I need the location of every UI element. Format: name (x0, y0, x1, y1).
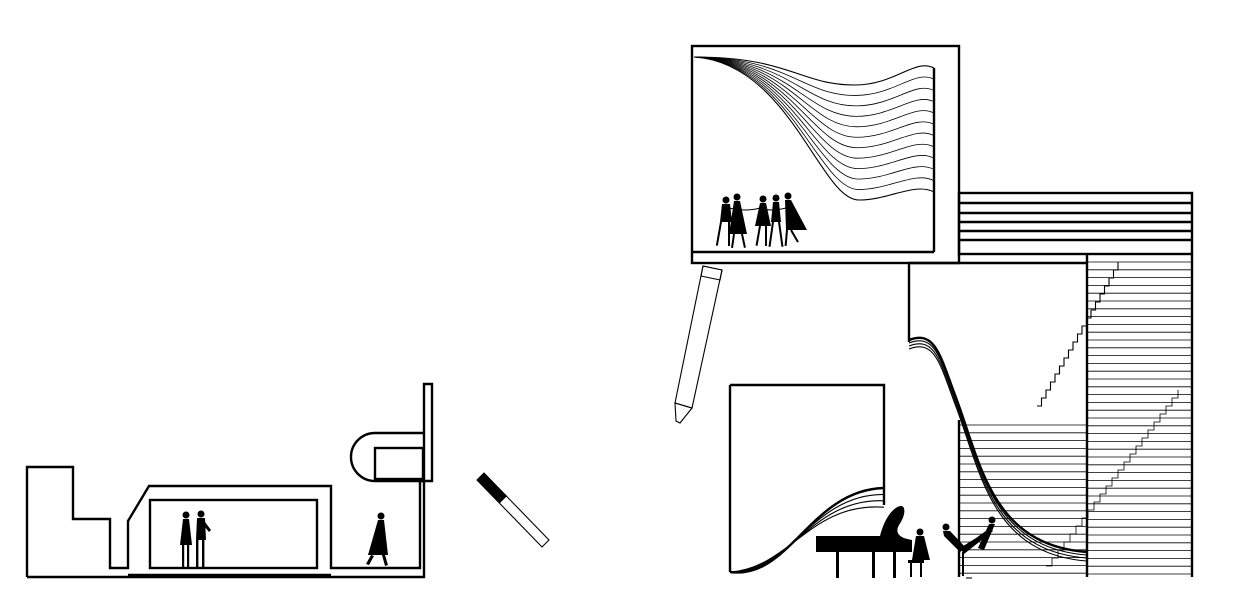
stair-block (957, 191, 1194, 577)
dance-box (690, 44, 961, 265)
stair-profile (1037, 262, 1119, 407)
curtain-curve-line (693, 56, 935, 149)
couple-figures (180, 510, 211, 567)
piano-room-curve-sheet (729, 493, 885, 573)
curved-wall-sheets (908, 336, 1088, 562)
dancer-figure (768, 194, 784, 247)
left-building-outline (25, 382, 434, 579)
holding-hands-line (728, 207, 787, 211)
curtain-curve-line (693, 56, 935, 138)
hanging-curtain-curves (693, 56, 935, 201)
grand-piano (816, 505, 912, 578)
curtain-curve-line (693, 56, 935, 117)
dancer-figure (784, 192, 807, 247)
stair-profile-lower (1046, 390, 1179, 567)
curtain-curve-line (693, 56, 935, 201)
dancer-figure (755, 195, 771, 246)
curved-wall-sheet (908, 336, 1088, 554)
balcony-opening (373, 446, 425, 481)
curtain-curve-line (693, 56, 935, 96)
pianist-figure (908, 528, 930, 577)
piano-room-curve-sheet (729, 500, 885, 573)
left-interior-room (148, 498, 319, 570)
walking-woman-figure (366, 512, 388, 566)
tilted-small-panel (476, 472, 550, 548)
piano-room-frame (730, 383, 886, 505)
piano-room-curve-sheet (729, 486, 885, 574)
rounded-balcony (349, 431, 424, 483)
curved-wall-room (907, 261, 1088, 562)
tilted-panel (674, 265, 723, 424)
curtain-curve-line (693, 56, 935, 128)
curtain-curve-line (693, 56, 935, 86)
stair-upper-slab (957, 191, 1194, 256)
person-figure (180, 511, 192, 567)
stair-treads (959, 261, 1192, 575)
piano-room-curve-sheets (729, 486, 885, 574)
curved-wall-sheet (908, 340, 1088, 556)
dancers-figures (715, 192, 807, 249)
curtain-curve-line (693, 56, 935, 159)
dancer-figure (715, 196, 732, 246)
piano-room (728, 383, 886, 574)
dancer-figure (729, 193, 747, 249)
person-figure (196, 510, 211, 567)
piano-room-curve-sheet (729, 506, 885, 573)
curved-wall-sheet (908, 343, 1088, 559)
left-building-section (25, 382, 434, 579)
curved-wall-sheet (908, 346, 1088, 562)
curtain-curve-line (693, 56, 935, 170)
conductor-figure (942, 516, 996, 579)
upper-slab-lines (959, 201, 1192, 242)
curtain-curve-line (693, 56, 935, 107)
dance-box-outer (690, 44, 961, 265)
curtain-curve-line (693, 56, 935, 180)
curtain-curve-line (693, 56, 935, 190)
